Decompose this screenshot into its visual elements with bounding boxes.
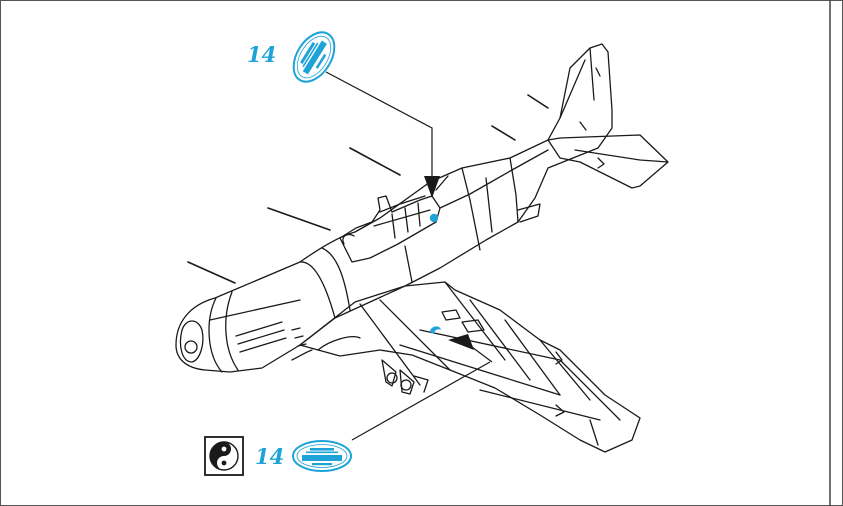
leader-lines [325, 71, 491, 441]
arrowhead-top [424, 176, 440, 198]
landing-gear [381, 359, 429, 395]
fuselage [175, 43, 613, 373]
decal-position-marker-wing [430, 326, 441, 334]
exhaust-stacks [235, 321, 287, 353]
spinner [179, 320, 204, 363]
oval-decal-icon [292, 31, 336, 83]
leader-line-top [325, 71, 433, 184]
arrowhead-bottom [448, 334, 474, 350]
aircraft [175, 43, 669, 453]
callout-number-top: 14 [247, 42, 277, 67]
spinner-hub [184, 340, 198, 354]
decal-position-marker-fuselage [429, 213, 439, 223]
yin-yang-symbol-icon [204, 436, 244, 476]
oval-decal-icon-bottom [292, 440, 352, 472]
callout-number-bottom: 14 [255, 444, 285, 469]
canopy [339, 195, 441, 263]
horizontal-stabilizer [547, 134, 669, 189]
propeller-blades [187, 94, 549, 284]
leader-line-bottom [351, 361, 491, 441]
